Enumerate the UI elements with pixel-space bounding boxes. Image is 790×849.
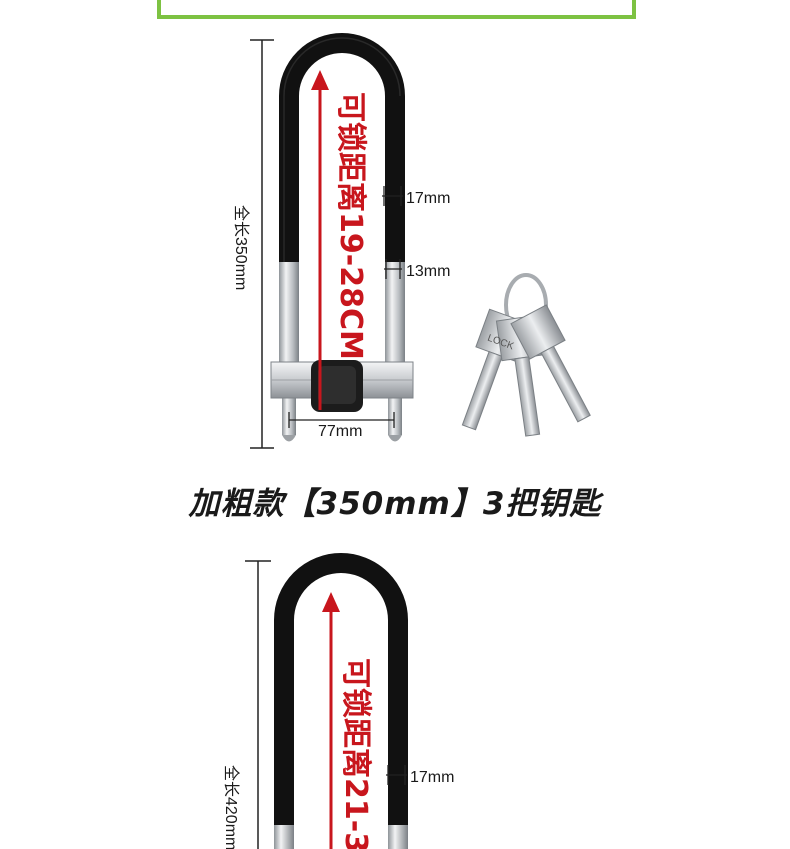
black-shackle bbox=[279, 33, 405, 262]
total-length-label: 全长350mm bbox=[232, 205, 250, 290]
u-lock-420-illustration: 全长420mm 可锁距离21-3 17mm bbox=[222, 553, 454, 849]
keys-illustration: LOCK bbox=[461, 273, 591, 437]
u-lock-350-illustration: 全长350mm 可锁距离19-28CM 17mm 13mm 77mm LOCK bbox=[232, 33, 591, 449]
product-caption: 加粗款【350mm】3把钥匙 bbox=[188, 486, 602, 522]
lock-crossbar bbox=[270, 360, 414, 412]
lock-distance-arrow bbox=[311, 70, 329, 410]
shackle-legs bbox=[279, 255, 405, 442]
total-length-dimension bbox=[250, 39, 274, 449]
lock-distance-label-2: 可锁距离21-3 bbox=[338, 658, 373, 849]
lock-distance-arrow-2 bbox=[322, 592, 340, 849]
lock-distance-label: 可锁距离19-28CM bbox=[333, 92, 368, 360]
total-length-label-2: 全长420mm bbox=[222, 765, 240, 849]
total-length-dimension-2 bbox=[245, 560, 271, 849]
thickness-17-label: 17mm bbox=[406, 190, 450, 207]
thickness-marks-2 bbox=[386, 765, 407, 785]
thickness-marks bbox=[382, 186, 403, 279]
width-dimension bbox=[288, 412, 395, 428]
width-label: 77mm bbox=[318, 423, 362, 440]
thickness-13-label: 13mm bbox=[406, 263, 450, 280]
black-shackle-2 bbox=[274, 553, 408, 825]
thickness-17-label-2: 17mm bbox=[410, 769, 454, 786]
top-green-frame bbox=[157, 0, 636, 19]
